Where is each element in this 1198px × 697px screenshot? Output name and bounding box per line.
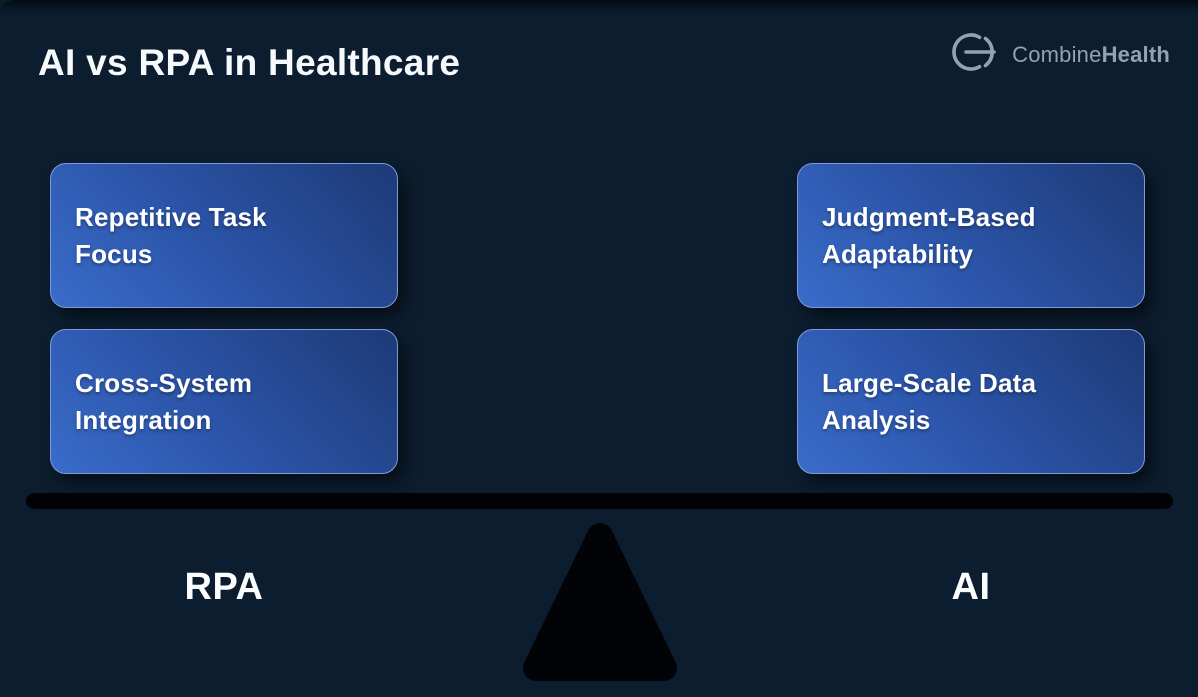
brand-name-bold: Health: [1101, 41, 1170, 67]
card-text-line: Repetitive Task: [75, 201, 267, 232]
rpa-card-cross-system-integration: Cross-System Integration: [50, 329, 398, 474]
card-text-line: Cross-System: [75, 367, 253, 398]
card-text-line: Analysis: [822, 404, 931, 435]
card-text: Large-Scale Data Analysis: [822, 365, 1036, 439]
rpa-side-label: RPA: [184, 566, 264, 608]
ai-side-label: AI: [951, 566, 991, 608]
card-text-line: Focus: [75, 238, 153, 269]
brand-name: CombineHealth: [1012, 42, 1170, 68]
brand-logo: CombineHealth: [949, 30, 1170, 79]
card-text: Judgment-Based Adaptability: [822, 199, 1036, 273]
card-text-line: Integration: [75, 404, 212, 435]
balance-beam: [26, 493, 1173, 509]
brand-name-regular: Combine: [1012, 41, 1102, 67]
page-title: AI vs RPA in Healthcare: [38, 42, 461, 83]
combinehealth-monogram-icon: [949, 30, 1003, 79]
card-text: Cross-System Integration: [75, 365, 252, 439]
ai-card-large-scale-data-analysis: Large-Scale Data Analysis: [797, 329, 1145, 474]
fulcrum-triangle-icon: [520, 520, 680, 695]
card-text: Repetitive Task Focus: [75, 199, 267, 273]
rpa-card-repetitive-task-focus: Repetitive Task Focus: [50, 163, 398, 308]
ai-card-judgment-based-adaptability: Judgment-Based Adaptability: [797, 163, 1145, 308]
card-text-line: Adaptability: [822, 238, 974, 269]
card-text-line: Large-Scale Data: [822, 367, 1037, 398]
card-text-line: Judgment-Based: [822, 201, 1036, 232]
